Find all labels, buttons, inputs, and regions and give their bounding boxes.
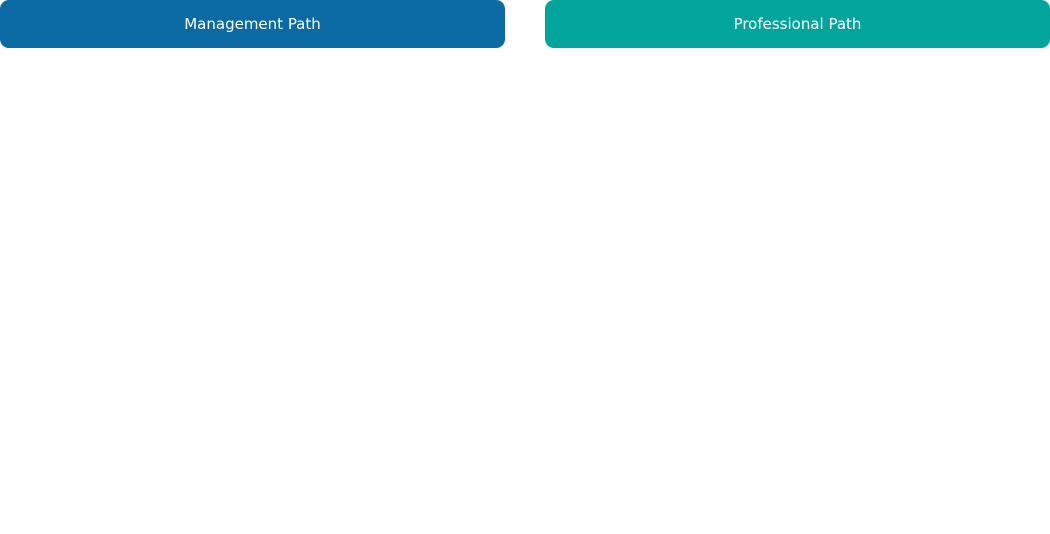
professional-path-label: Professional Path <box>733 15 862 33</box>
management-path-label: Management Path <box>184 15 321 33</box>
professional-path-button[interactable]: Professional Path <box>545 0 1050 48</box>
management-path-button[interactable]: Management Path <box>0 0 505 48</box>
